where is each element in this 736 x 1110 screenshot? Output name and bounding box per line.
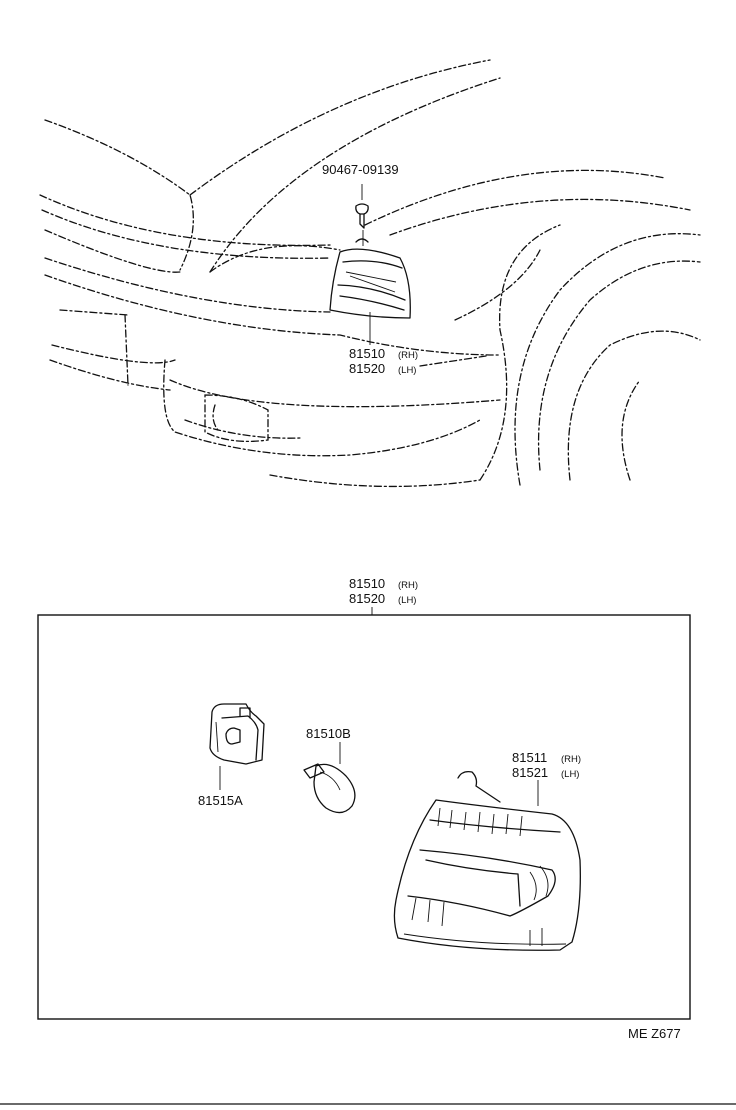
leader-assy-top-dashed	[419, 355, 487, 367]
assy-box-lh-number: 81520	[349, 591, 385, 606]
lens-rh-tag: (RH)	[561, 754, 581, 765]
socket-81515A	[209, 703, 265, 790]
diagram-code: ME Z677	[628, 1026, 681, 1041]
assy-top-rh-tag: (RH)	[398, 350, 418, 361]
lens-lh-tag: (LH)	[561, 769, 579, 780]
screw-part-number: 90467-09139	[322, 162, 399, 177]
socket-part-number: 81515A	[198, 793, 243, 808]
mounted-corner-lamp	[329, 238, 411, 319]
assy-box-lh-tag: (LH)	[398, 595, 416, 606]
assy-top-lh-number: 81520	[349, 361, 385, 376]
lens-lh-number: 81521	[512, 765, 548, 780]
assy-top-rh-number: 81510	[349, 346, 385, 361]
exploded-view-box	[37, 614, 691, 1020]
lens-81511-81521	[393, 770, 581, 951]
car-front-outline	[39, 59, 701, 488]
bulb-part-number: 81510B	[306, 726, 351, 741]
assy-box-rh-tag: (RH)	[398, 580, 418, 591]
assy-box-rh-number: 81510	[349, 576, 385, 591]
lens-rh-number: 81511	[512, 750, 547, 765]
screw-90467-09139	[355, 184, 369, 246]
assy-top-lh-tag: (LH)	[398, 365, 416, 376]
bulb-81510B	[303, 742, 356, 814]
